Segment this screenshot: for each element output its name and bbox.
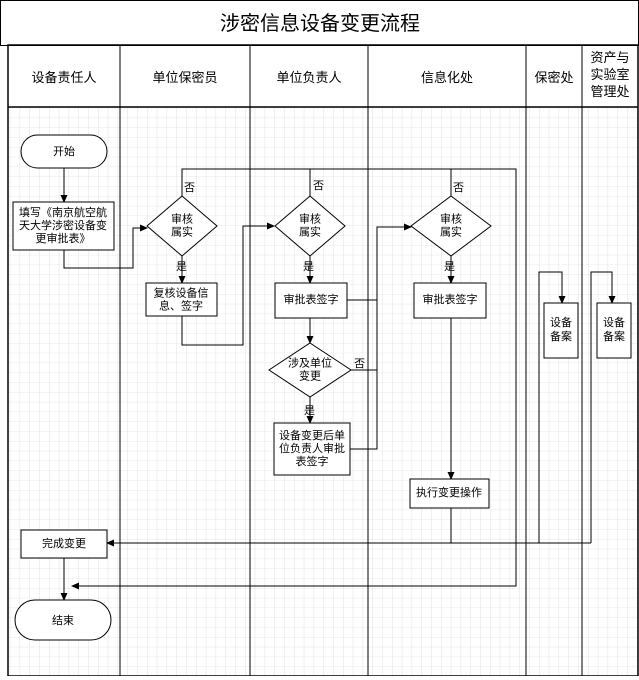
grid-background: [8, 107, 639, 676]
no-label: 否: [313, 179, 324, 192]
edge-post-sign-to-review3: [350, 223, 412, 450]
lane-header-secrecy-office: 保密处: [534, 70, 573, 86]
title-bar: [0, 0, 639, 46]
post-change-sign-box: [273, 422, 351, 476]
lane-header-unit-secrecy-officer: 单位保密员: [152, 70, 217, 86]
secrecy-archive-box: [543, 302, 579, 359]
review2-label: 审核属实: [299, 212, 321, 239]
approve-sign-box-2: [413, 282, 487, 319]
lane-header-it-office: 信息化处: [421, 70, 473, 86]
no-label: 否: [453, 181, 464, 194]
diagram-title: 涉密信息设备变更流程: [220, 11, 420, 35]
secrecy-archive-label: 设备备案: [550, 315, 572, 343]
involve-unit-diamond: [268, 342, 352, 398]
asset-archive-box: [596, 302, 632, 359]
connectors: [60, 168, 616, 601]
yes-label: 是: [303, 260, 314, 273]
lane-header-unit-head: 单位负责人: [276, 71, 341, 86]
end-label: 结束: [52, 614, 74, 627]
yes-label: 是: [444, 260, 455, 273]
approve-sign-label-2: 审批表签字: [423, 292, 478, 306]
start-label: 开始: [53, 144, 75, 158]
no-label: 否: [184, 181, 195, 194]
execute-change-box: [409, 478, 490, 509]
recheck-sign-label: 复核设备信息、签字: [154, 286, 209, 313]
review1-label: 审核属实: [171, 212, 193, 239]
recheck-sign-box: [145, 282, 218, 317]
lane-header-equipment-owner: 设备责任人: [31, 70, 96, 86]
complete-change-box: [20, 529, 108, 559]
asset-archive-label: 设备备案: [603, 315, 625, 343]
edge-to-secrecy-archive: [538, 271, 566, 543]
yes-label: 是: [176, 260, 187, 273]
execute-change-label: 执行变更操作: [416, 485, 482, 499]
approve-sign-box-1: [274, 282, 348, 319]
approve-sign-label-1: 审批表签字: [284, 292, 339, 306]
yes-label: 是: [304, 404, 315, 417]
end-terminator: [14, 599, 112, 641]
edge-recheck-to-review2: [181, 222, 275, 346]
review3-diamond: [410, 195, 492, 257]
complete-change-label: 完成变更: [42, 536, 86, 550]
post-change-sign-label: 设备变更后单位负责人审批表签字: [279, 428, 345, 468]
fill-form-label: 填写《南京航空航天大学涉密设备变更审批表》: [19, 205, 107, 245]
fill-form-box: [12, 201, 115, 251]
review3-label: 审核属实: [440, 212, 462, 239]
edge-to-asset-archive: [590, 271, 616, 543]
start-terminator: [20, 134, 108, 169]
involve-unit-label: 涉及单位变更: [288, 356, 332, 383]
lane-header-asset-lab-office: 资产与实验室管理处: [590, 51, 629, 100]
edge-reject-to-end: [71, 168, 517, 590]
edge-fill-to-review1: [63, 224, 148, 269]
no-label: 否: [354, 357, 365, 370]
review1-diamond: [146, 195, 218, 257]
review2-diamond: [274, 195, 346, 257]
